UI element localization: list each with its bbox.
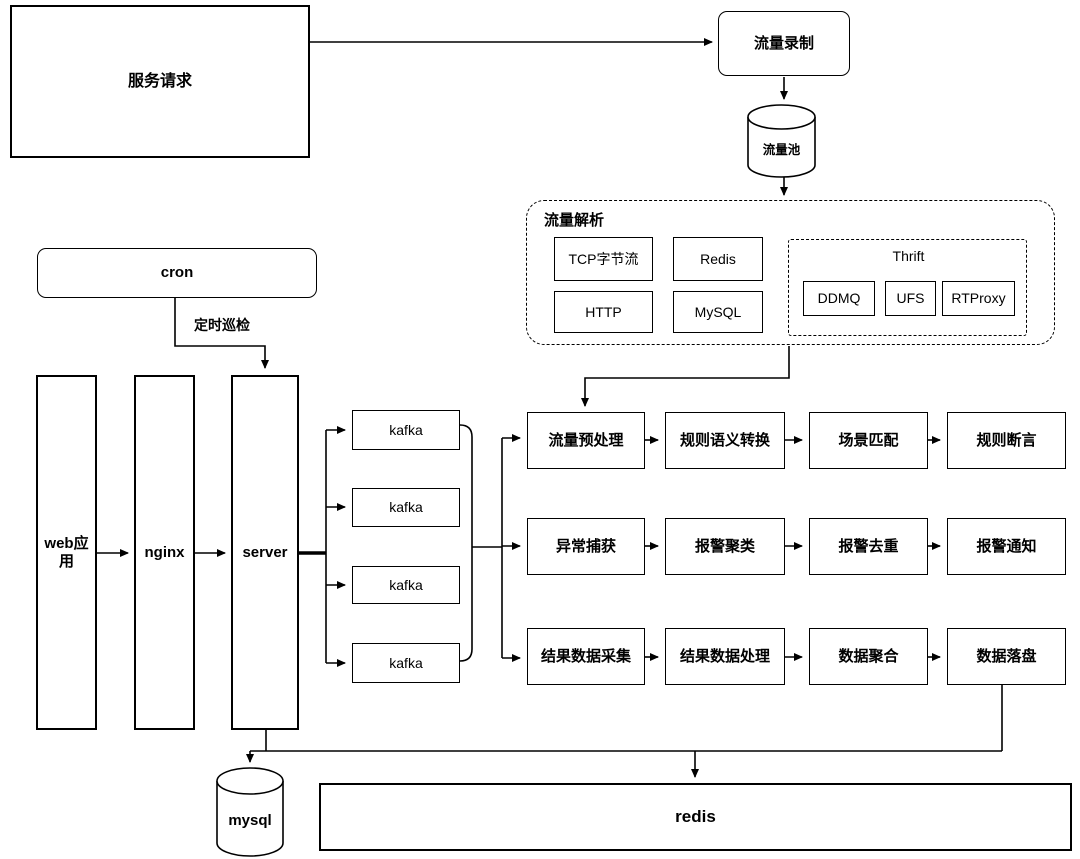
traffic-record-node: 流量录制: [718, 11, 850, 76]
nginx-node: nginx: [134, 375, 195, 730]
pipeline-cell-result-process: 结果数据处理: [665, 628, 785, 685]
kafka-node: kafka: [352, 566, 460, 604]
pipeline-cell-result-collect: 结果数据采集: [527, 628, 645, 685]
thrift-group: Thrift DDMQ UFS RTProxy: [788, 239, 1027, 336]
pipeline-cell-data-aggregate: 数据聚合: [809, 628, 928, 685]
mysql-parse-node: MySQL: [673, 291, 763, 333]
pipeline-cell-scene-match: 场景匹配: [809, 412, 928, 469]
web-app-node: web应用: [36, 375, 97, 730]
http-node: HTTP: [554, 291, 653, 333]
traffic-pool-label: 流量池: [762, 142, 801, 157]
thrift-title: Thrift: [892, 248, 925, 264]
pipeline-cell-alarm-cluster: 报警聚类: [665, 518, 785, 575]
kafka-node: kafka: [352, 410, 460, 450]
edge-parse-row1: [581, 346, 790, 407]
ufs-node: UFS: [885, 281, 936, 316]
traffic-parse-title: 流量解析: [544, 212, 605, 229]
rtproxy-node: RTProxy: [942, 281, 1015, 316]
kafka-node: kafka: [352, 488, 460, 527]
edge-cron-server: [174, 298, 269, 369]
scheduled-inspection-edge-label: 定时巡检: [194, 317, 250, 333]
pipeline-cell-rule-assert: 规则断言: [947, 412, 1066, 469]
pipeline-cell-data-persist: 数据落盘: [947, 628, 1066, 685]
pipeline-cell-traffic-preprocess: 流量预处理: [527, 412, 645, 469]
traffic-pool-shape: [747, 104, 816, 178]
redis-node: redis: [319, 783, 1072, 851]
pipeline-cell-alarm-notify: 报警通知: [947, 518, 1066, 575]
pipeline-cell-rule-semantic-convert: 规则语义转换: [665, 412, 785, 469]
ddmq-node: DDMQ: [803, 281, 875, 316]
pipeline-cell-exception-capture: 异常捕获: [527, 518, 645, 575]
tcp-stream-node: TCP字节流: [554, 237, 653, 281]
mysql-label: mysql: [228, 811, 272, 829]
kafka-node: kafka: [352, 643, 460, 683]
kafka-brace: [459, 424, 473, 662]
pipeline-cell-alarm-dedupe: 报警去重: [809, 518, 928, 575]
service-request-node: 服务请求: [10, 5, 310, 158]
server-node: server: [231, 375, 299, 730]
cron-node: cron: [37, 248, 317, 298]
mysql-shape: [216, 767, 284, 857]
traffic-parse-group: 流量解析 TCP字节流 Redis HTTP MySQL Thrift DDMQ…: [526, 200, 1055, 345]
redis-parse-node: Redis: [673, 237, 763, 281]
